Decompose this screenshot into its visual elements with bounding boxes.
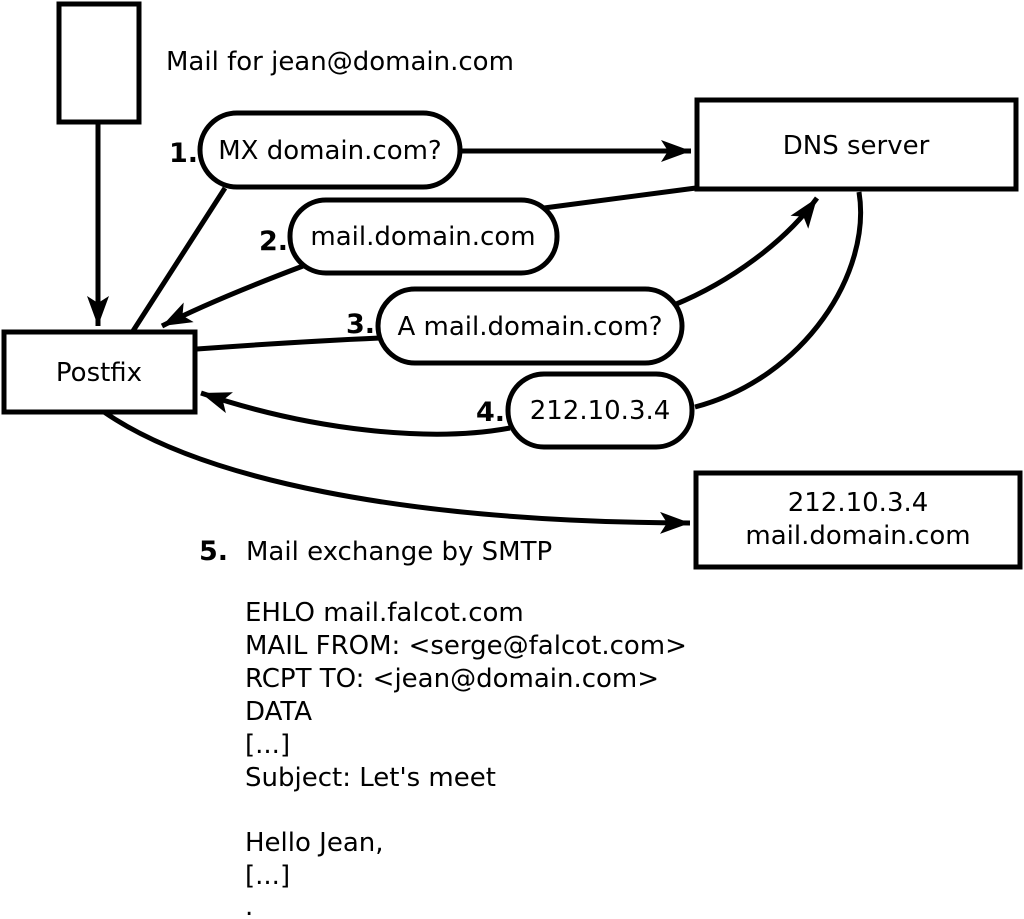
smtp-session-text: EHLO mail.falcot.com MAIL FROM: <serge@f…	[245, 598, 687, 919]
step4-number: 4.	[476, 397, 505, 428]
mail-server-box	[693, 470, 1023, 570]
mail-server-ip-label: 212.10.3.4	[788, 488, 929, 518]
step1-query-bubble	[197, 110, 463, 190]
arrow-a-answer-to-postfix	[200, 390, 511, 437]
smtp-line: Hello Jean,	[245, 828, 384, 858]
dns-server-label: DNS server	[783, 131, 930, 161]
postfix-label: Postfix	[56, 358, 142, 388]
smtp-line: .	[245, 892, 253, 919]
step3-label: A mail.domain.com?	[398, 312, 663, 342]
step2-label: mail.domain.com	[310, 222, 535, 252]
step4-label: 212.10.3.4	[530, 396, 671, 426]
arrow-mx-answer-to-postfix	[160, 263, 304, 329]
step2-number: 2.	[259, 226, 288, 257]
step3-number: 3.	[346, 309, 375, 340]
line-postfix-to-a-query	[196, 335, 381, 352]
smtp-line: RCPT TO: <jean@domain.com>	[245, 664, 659, 694]
line-postfix-to-mx-query	[130, 186, 228, 333]
step2-answer-bubble	[287, 197, 560, 276]
smtp-line: MAIL FROM: <serge@falcot.com>	[245, 631, 687, 661]
step3-query-bubble	[375, 286, 685, 366]
smtp-line: DATA	[245, 697, 312, 727]
arrow-a-query-to-dns	[673, 196, 820, 308]
step1-label: MX domain.com?	[218, 136, 441, 166]
smtp-line: EHLO mail.falcot.com	[245, 598, 524, 628]
smtp-line: Subject: Let's meet	[245, 763, 496, 793]
step5-label: Mail exchange by SMTP	[246, 537, 552, 567]
line-dns-to-a-answer	[694, 191, 863, 410]
line-dns-to-mx-answer	[543, 185, 697, 211]
step4-answer-bubble	[505, 371, 695, 450]
mail-message-icon	[56, 1, 142, 125]
postfix-box	[1, 329, 198, 415]
arrow-postfix-to-mailserver-smtp	[102, 409, 691, 534]
step1-number: 1.	[169, 138, 198, 169]
note-mail-for: Mail for jean@domain.com	[166, 47, 514, 77]
step5-number: 5.	[199, 536, 228, 567]
dns-server-box	[694, 97, 1019, 192]
smtp-line: [...]	[245, 861, 290, 891]
smtp-line: [...]	[245, 730, 290, 760]
mail-server-host-label: mail.domain.com	[745, 521, 970, 551]
